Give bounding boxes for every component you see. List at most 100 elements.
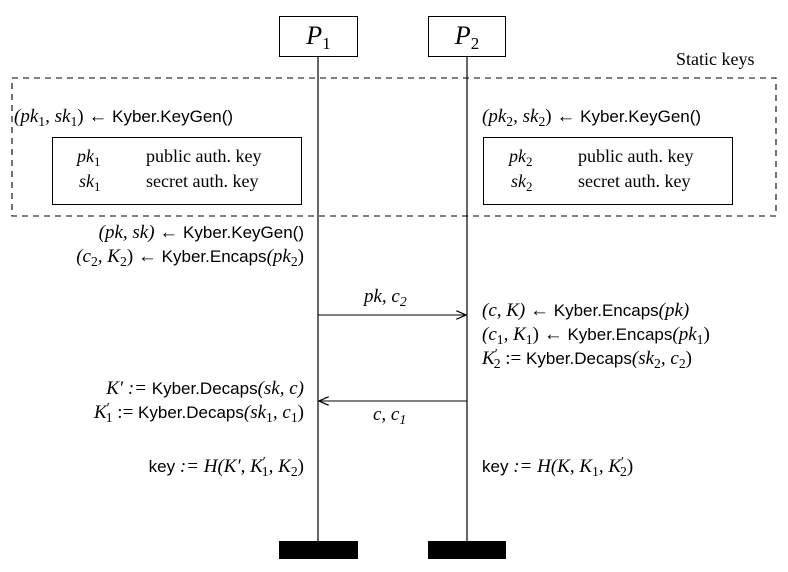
p2-encaps2-pre: (c bbox=[482, 324, 497, 345]
p2-static-key-box: pk2 public auth. key sk2 secret auth. ke… bbox=[483, 137, 733, 205]
p2-encaps-static: (c1, K1) ← Kyber.Encaps(pk1) bbox=[482, 324, 710, 346]
p1-decaps1-fn: Kyber.Decaps bbox=[151, 379, 258, 398]
p2-decaps-pre: K bbox=[482, 348, 495, 369]
p1-session-key: key := H(K′, K′1, K2) bbox=[149, 453, 304, 480]
p2-encaps2-sub1: 1 bbox=[496, 332, 504, 348]
p2-decaps-static: K′2 := Kyber.Decaps(sk2, c2) bbox=[482, 345, 692, 372]
message-2-text: c, c bbox=[373, 404, 400, 425]
p1-key-close: ) bbox=[297, 456, 304, 477]
p2-encaps2-arg-sub: 1 bbox=[696, 332, 704, 348]
p1-decaps2-arg-sub2: 1 bbox=[290, 410, 298, 426]
p2-encaps2-post: ) ← bbox=[532, 324, 563, 345]
p2-key-assign: := H(K, K bbox=[508, 456, 593, 477]
p1-static-keygen-sub2: 1 bbox=[70, 114, 78, 130]
p2-pk-row: pk2 bbox=[509, 146, 533, 169]
p1-encaps-pre: (c bbox=[76, 246, 91, 267]
p1-decaps-static: K′1 := Kyber.Decaps(sk1, c1) bbox=[94, 399, 304, 426]
p1-static-keygen-sub1: 1 bbox=[38, 114, 46, 130]
p1-encaps-fn: Kyber.Encaps bbox=[161, 247, 267, 266]
p2-encaps2-mid: , K bbox=[503, 324, 526, 345]
p1-sk-row: sk1 bbox=[79, 171, 101, 194]
p1-encaps-sub2: 2 bbox=[119, 254, 127, 270]
p2-decaps-arg: (sk bbox=[631, 348, 655, 369]
party-p2-sub: 2 bbox=[470, 34, 480, 54]
message-1-label: pk, c2 bbox=[364, 286, 407, 308]
p1-pk-desc: public auth. key bbox=[146, 146, 262, 166]
p1-decaps2-prime: ′ bbox=[106, 399, 110, 415]
p1-static-keygen-mid: , sk bbox=[45, 106, 71, 127]
p1-decaps2-arg-end: ) bbox=[297, 402, 304, 423]
p2-sk-symbol: sk bbox=[511, 171, 526, 191]
p1-decaps1-arg: (sk, c) bbox=[257, 378, 304, 399]
p2-decaps-post: := bbox=[500, 348, 522, 369]
p2-key-keyword: key bbox=[482, 457, 509, 476]
p1-key-sub2: 2 bbox=[290, 464, 298, 480]
p2-static-keygen-sub2: 2 bbox=[538, 114, 546, 130]
p1-sk-desc: secret auth. key bbox=[146, 171, 259, 191]
p2-key-mid: , K bbox=[598, 456, 622, 477]
p2-encaps2-fn: Kyber.Encaps bbox=[567, 325, 673, 344]
p1-encaps-static: (c2, K2) ← Kyber.Encaps(pk2) bbox=[76, 246, 304, 268]
p2-pk-sub: 2 bbox=[526, 153, 533, 169]
p1-key-prime: ′ bbox=[262, 453, 266, 469]
p1-encaps-mid: , K bbox=[97, 246, 120, 267]
message-2-sub: 1 bbox=[399, 412, 407, 428]
p1-static-keygen-pre: (pk bbox=[14, 106, 39, 127]
party-p2-label: P bbox=[454, 21, 471, 50]
p2-decaps-arg-sub2: 2 bbox=[678, 356, 686, 372]
p2-encaps2-arg-end: ) bbox=[703, 324, 710, 345]
p1-lifeline-end-bar bbox=[279, 541, 358, 559]
p2-pk-symbol: pk bbox=[509, 146, 526, 166]
p2-session-key: key := H(K, K1, K′2) bbox=[482, 453, 633, 480]
p2-pk-desc: public auth. key bbox=[578, 146, 694, 166]
p2-static-keygen-sub1: 2 bbox=[506, 114, 514, 130]
p1-encaps-arg-sub: 2 bbox=[290, 254, 298, 270]
p2-decaps-arg-sub: 2 bbox=[654, 356, 661, 372]
p2-sk-row: sk2 bbox=[511, 171, 533, 194]
p2-key-sub1: 1 bbox=[592, 464, 599, 480]
p1-static-keygen: (pk1, sk1) ← Kyber.KeyGen() bbox=[14, 106, 233, 128]
message-2-label: c, c1 bbox=[373, 404, 406, 426]
p2-sk-desc: secret auth. key bbox=[578, 171, 691, 191]
p1-encaps-sub1: 2 bbox=[90, 254, 98, 270]
p2-encaps2-arg: (pk bbox=[672, 324, 697, 345]
p2-sk-sub: 2 bbox=[526, 178, 533, 194]
p1-decaps2-arg: (sk bbox=[243, 402, 267, 423]
p2-static-keygen-fn: Kyber.KeyGen() bbox=[580, 107, 702, 126]
p1-key-sub1: 1 bbox=[261, 464, 269, 480]
p1-encaps-post: ) ← bbox=[126, 246, 157, 267]
p1-pk-row: pk1 bbox=[77, 146, 101, 169]
p2-decaps-arg-mid: , c bbox=[660, 348, 679, 369]
p1-static-keygen-fn: Kyber.KeyGen() bbox=[112, 107, 234, 126]
p1-pk-sub: 1 bbox=[94, 153, 101, 169]
p2-encaps2-sub2: 1 bbox=[525, 332, 533, 348]
p1-decaps2-fn: Kyber.Decaps bbox=[138, 403, 244, 422]
p1-keygen-fn: Kyber.KeyGen() bbox=[183, 223, 304, 242]
p2-decaps-sub: 2 bbox=[493, 356, 501, 372]
p1-decaps2-post: := bbox=[112, 402, 134, 423]
p2-decaps-fn: Kyber.Decaps bbox=[526, 349, 632, 368]
p2-encaps1-pre: (c, K) ← bbox=[482, 300, 550, 321]
p2-encaps1-fn: Kyber.Encaps bbox=[553, 301, 659, 320]
p2-static-keygen-mid: , sk bbox=[513, 106, 539, 127]
party-p1-label: P bbox=[306, 21, 323, 50]
p1-pk-symbol: pk bbox=[77, 146, 94, 166]
p1-encaps-arg: (pk bbox=[266, 246, 291, 267]
p1-key-assign: := H(K′, K bbox=[175, 456, 263, 477]
p2-static-keygen-post: ) ← bbox=[545, 106, 576, 127]
static-keys-label: Static keys bbox=[676, 49, 755, 69]
p1-sk-sub: 1 bbox=[94, 178, 101, 194]
p2-decaps-prime: ′ bbox=[494, 345, 498, 361]
p2-encaps-ephemeral: (c, K) ← Kyber.Encaps(pk) bbox=[482, 300, 689, 322]
party-p1-sub: 1 bbox=[322, 34, 331, 54]
p1-keygen-pre: (pk, sk) ← bbox=[98, 222, 179, 243]
p1-key-mid: , K bbox=[268, 456, 291, 477]
p1-static-keygen-post: ) ← bbox=[77, 106, 108, 127]
p2-key-prime: ′ bbox=[621, 453, 625, 469]
message-1-text: pk, c bbox=[364, 286, 400, 307]
p1-encaps-arg-end: ) bbox=[297, 246, 304, 267]
p1-decaps-ephemeral: K′ := Kyber.Decaps(sk, c) bbox=[106, 378, 304, 400]
p1-static-key-box: pk1 public auth. key sk1 secret auth. ke… bbox=[52, 137, 302, 205]
